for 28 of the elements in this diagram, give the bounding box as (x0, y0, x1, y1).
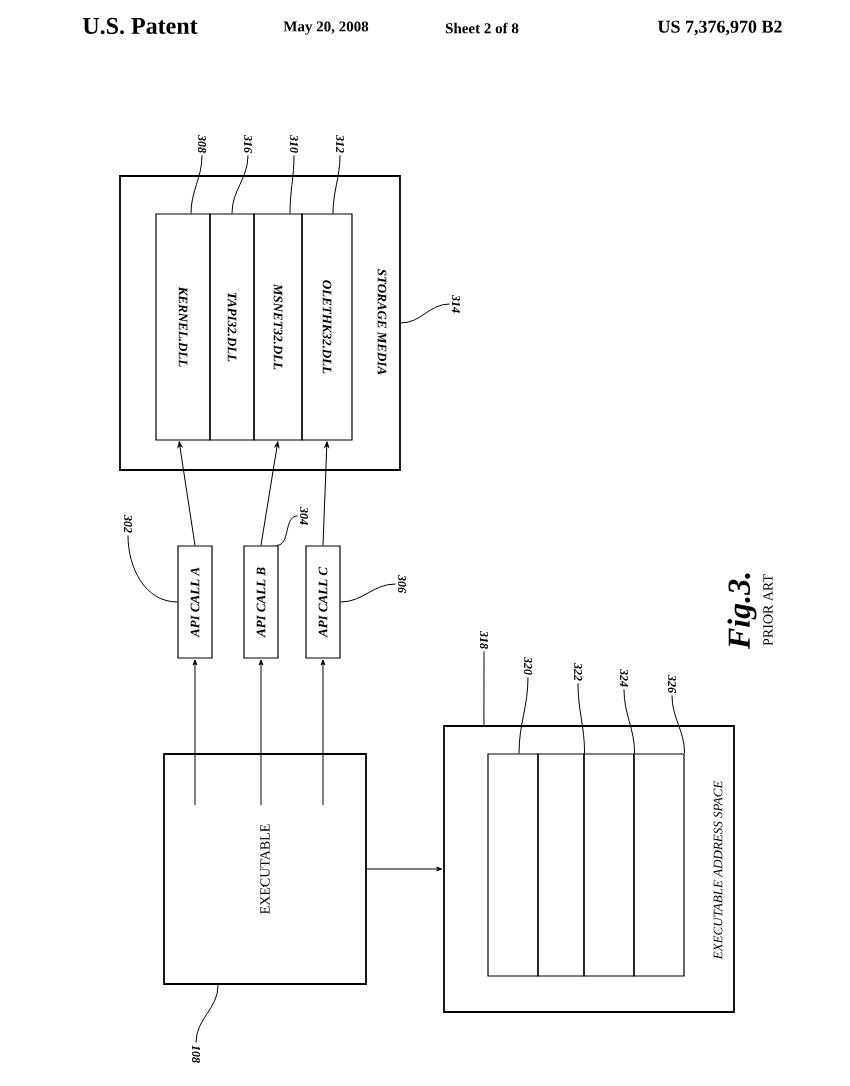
arrow (260, 441, 280, 546)
leader-line (127, 534, 178, 603)
leader-line (671, 694, 686, 754)
empty-cell (633, 753, 685, 977)
empty-cell (537, 753, 585, 977)
arrow (366, 866, 443, 872)
header-text: US 7,376,970 B2 (657, 20, 782, 36)
arrow (177, 441, 196, 546)
leader-line (276, 515, 299, 546)
arrow (320, 659, 326, 806)
arrow (322, 441, 330, 546)
leader-line (400, 303, 451, 324)
figure-number: Fig.3. (727, 573, 757, 650)
leader-line (518, 676, 529, 754)
leader-line (289, 154, 295, 214)
empty-cell (487, 753, 539, 977)
arrow (192, 659, 198, 806)
empty-cell (583, 753, 635, 977)
leader-line (231, 154, 249, 214)
leader-line (623, 688, 636, 754)
leader-line (483, 650, 485, 726)
leader-line (340, 583, 397, 603)
leader-line (190, 154, 203, 214)
leader-line (577, 682, 586, 754)
header-text: U.S. Patent (82, 17, 198, 35)
leader-line (332, 154, 341, 214)
arrow (258, 659, 264, 806)
leader-line (195, 984, 219, 1044)
